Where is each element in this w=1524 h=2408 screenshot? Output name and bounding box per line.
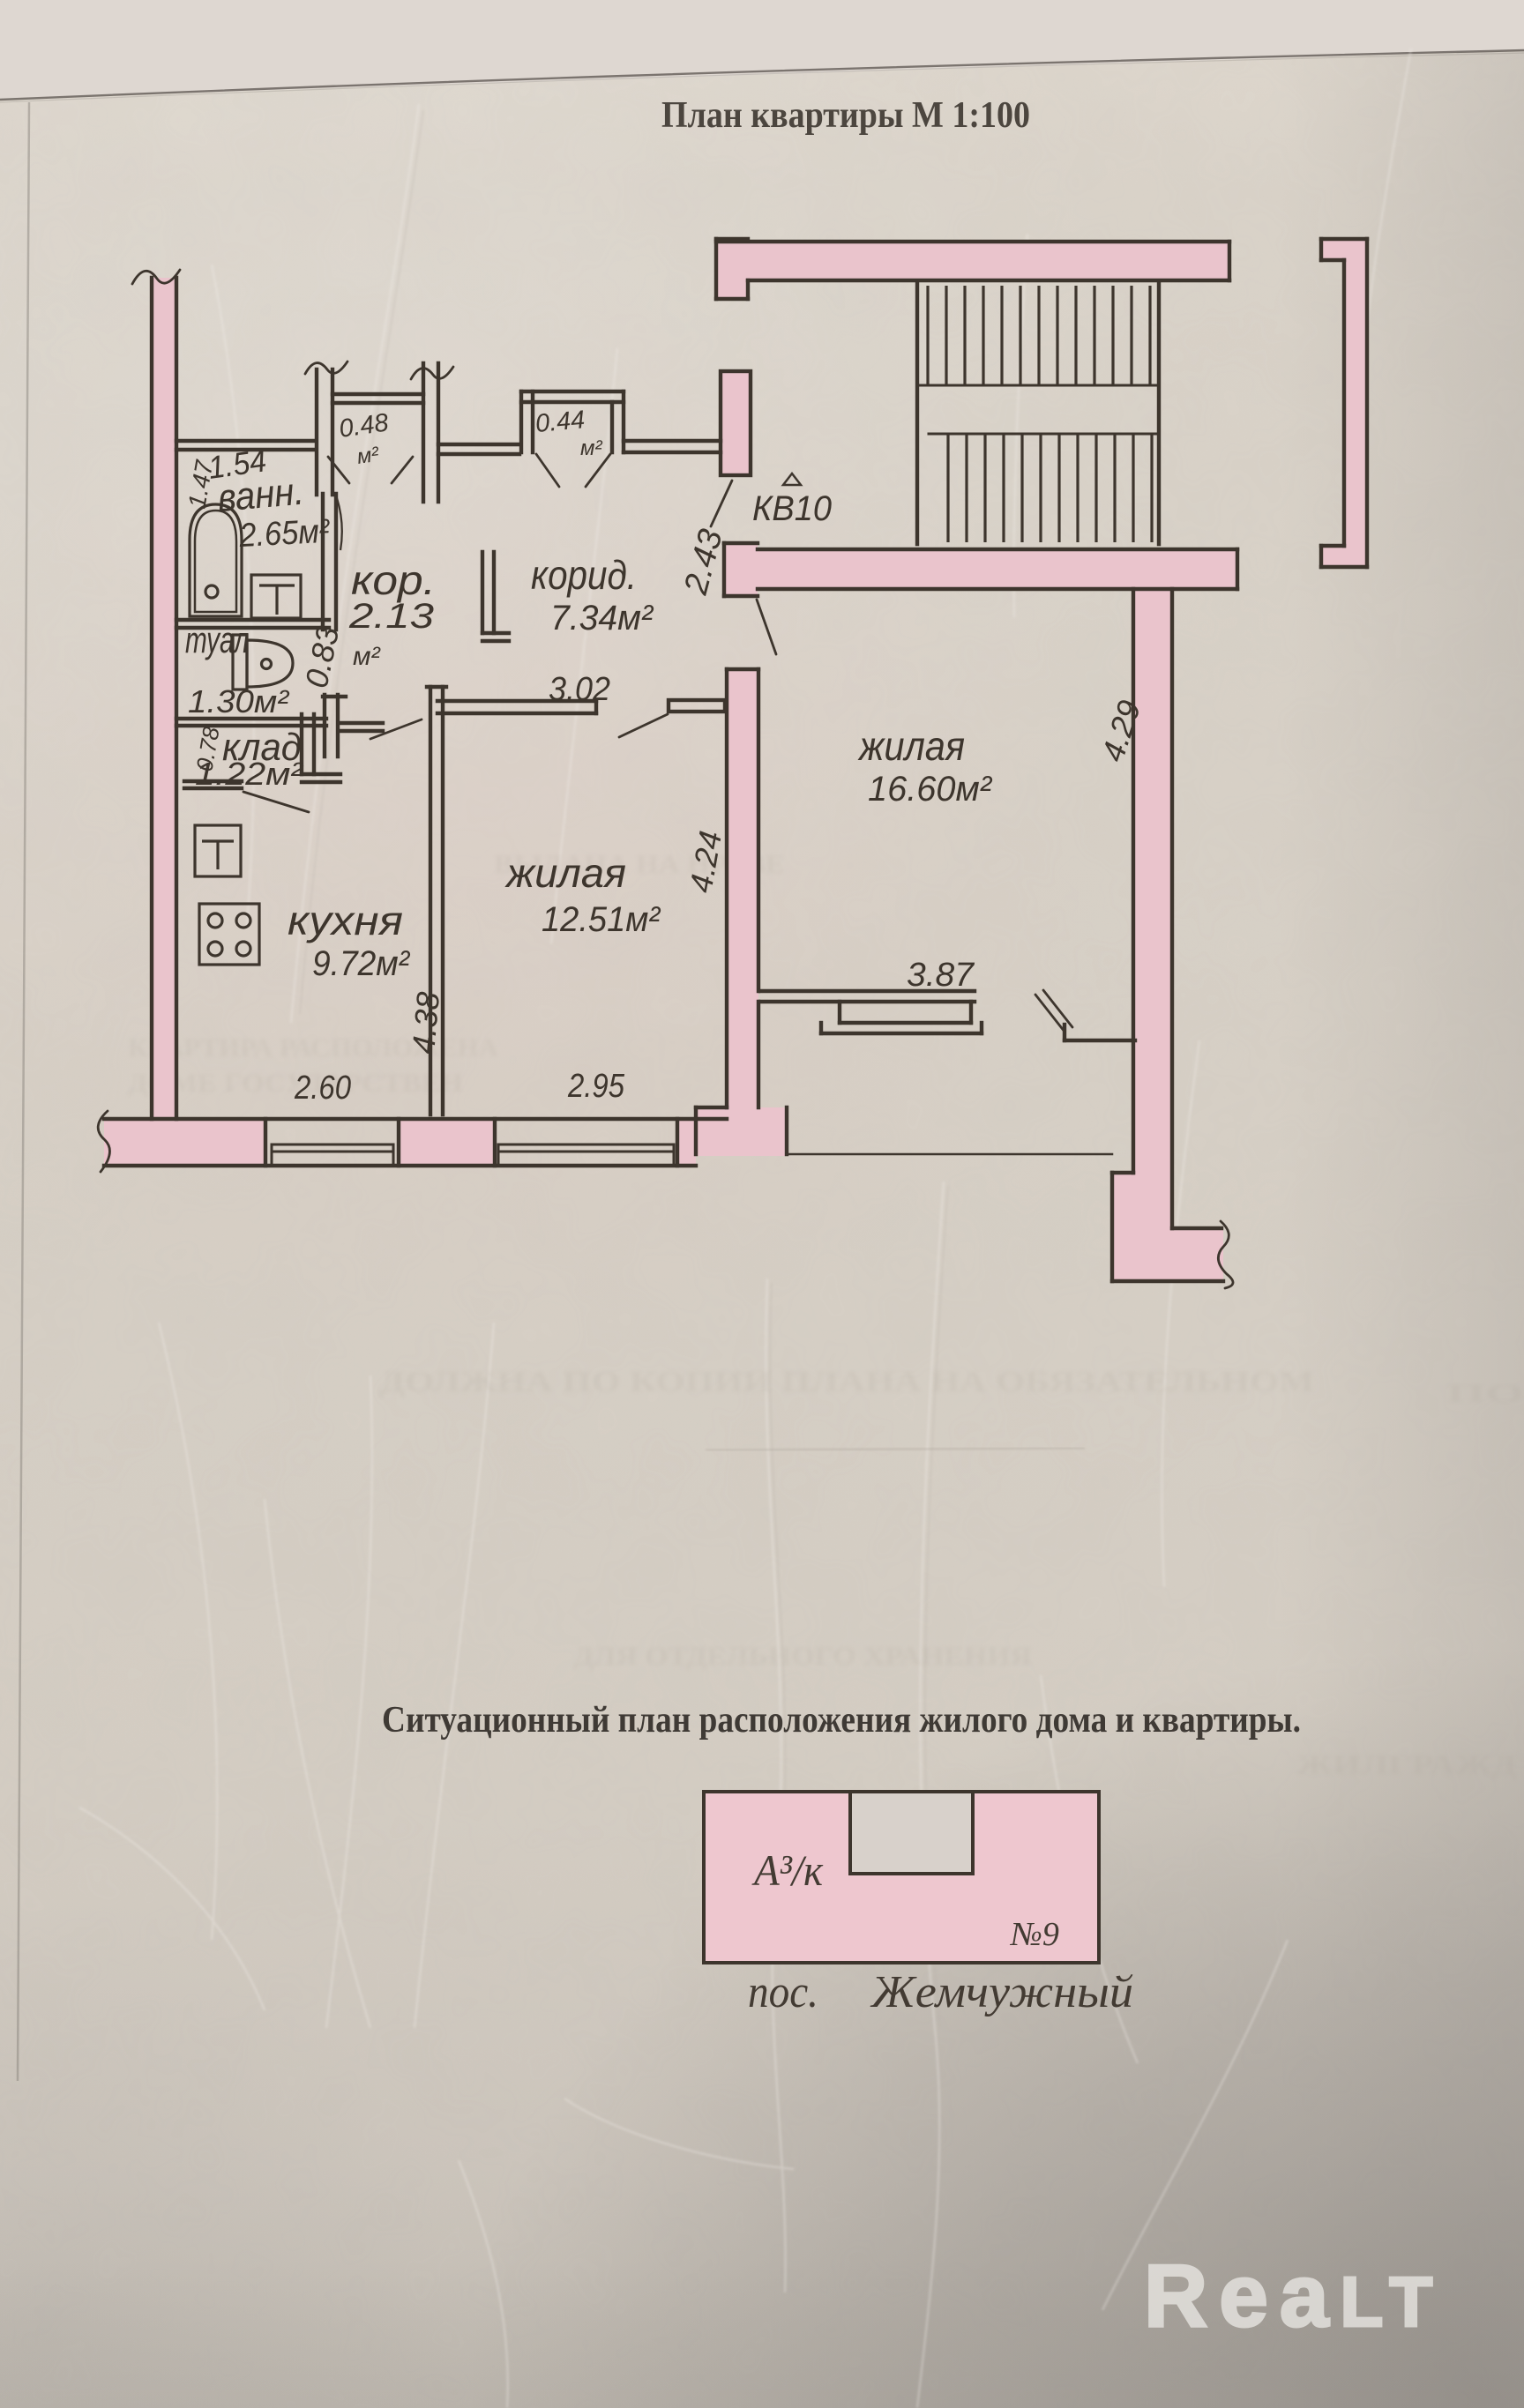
svg-text:3.87: 3.87 [907, 957, 975, 994]
svg-text:2.13: 2.13 [348, 597, 434, 636]
svg-text:А³/к: А³/к [751, 1845, 823, 1895]
svg-text:кухня: кухня [288, 898, 403, 943]
svg-text:жилая: жилая [857, 723, 965, 769]
svg-text:Жемчужный: Жемчужный [870, 1967, 1133, 2017]
svg-text:жилая: жилая [504, 850, 626, 896]
svg-text:ванн.: ванн. [216, 470, 306, 520]
svg-text:0.44: 0.44 [534, 406, 586, 438]
svg-text:кор.: кор. [351, 557, 436, 603]
svg-text:ДОЛЖНА ПО КОПИИ ПЛАНА НА ОБЯЗА: ДОЛЖНА ПО КОПИИ ПЛАНА НА ОБЯЗАТЕЛЬНОМ [379, 1366, 1314, 1398]
svg-text:9.72м²: 9.72м² [312, 944, 411, 983]
svg-text:ДОМЕ ГОСУДАРСТВЕН: ДОМЕ ГОСУДАРСТВЕН [128, 1069, 463, 1098]
svg-text:1.54: 1.54 [205, 442, 268, 486]
svg-text:м²: м² [355, 443, 381, 469]
svg-text:0.48: 0.48 [338, 408, 391, 443]
svg-text:2.65м²: 2.65м² [237, 513, 331, 555]
svg-text:корид.: корид. [531, 552, 637, 598]
svg-text:1.30м²: 1.30м² [188, 683, 290, 719]
svg-text:2.95: 2.95 [567, 1068, 625, 1105]
svg-text:1.22м²: 1.22м² [195, 756, 304, 792]
svg-text:ReaLT: ReaLT [1144, 2247, 1444, 2345]
svg-text:3.02: 3.02 [549, 671, 610, 708]
svg-text:м²: м² [580, 436, 602, 460]
svg-text:пос.: пос. [748, 1967, 818, 2017]
svg-text:туал: туал [185, 619, 249, 660]
svg-text:2.60: 2.60 [294, 1070, 351, 1107]
svg-text:клад: клад [222, 726, 302, 769]
svg-text:м²: м² [353, 642, 381, 671]
svg-text:7.34м²: 7.34м² [550, 599, 654, 637]
svg-text:Ситуационный план расположения: Ситуационный план расположения жилого до… [382, 1700, 1301, 1741]
svg-text:ПО: ПО [1446, 1379, 1524, 1408]
svg-text:План квартиры М 1:100: План квартиры М 1:100 [661, 95, 1030, 136]
svg-text:16.60м²: 16.60м² [868, 770, 993, 809]
svg-text:ЖИЛГРАЖД: ЖИЛГРАЖД [1296, 1748, 1517, 1780]
svg-text:12.51м²: 12.51м² [542, 900, 661, 939]
svg-text:№9: №9 [1009, 1916, 1059, 1953]
svg-text:КВАРТИРА РАСПОЛОЖЕНА: КВАРТИРА РАСПОЛОЖЕНА [128, 1033, 498, 1062]
svg-text:4.38: 4.38 [405, 990, 446, 1055]
svg-text:КВ10: КВ10 [752, 489, 832, 528]
svg-text:ДЛЯ ОТДЕЛЬНОГО ХРАНЕНИЯ: ДЛЯ ОТДЕЛЬНОГО ХРАНЕНИЯ [573, 1642, 1032, 1671]
